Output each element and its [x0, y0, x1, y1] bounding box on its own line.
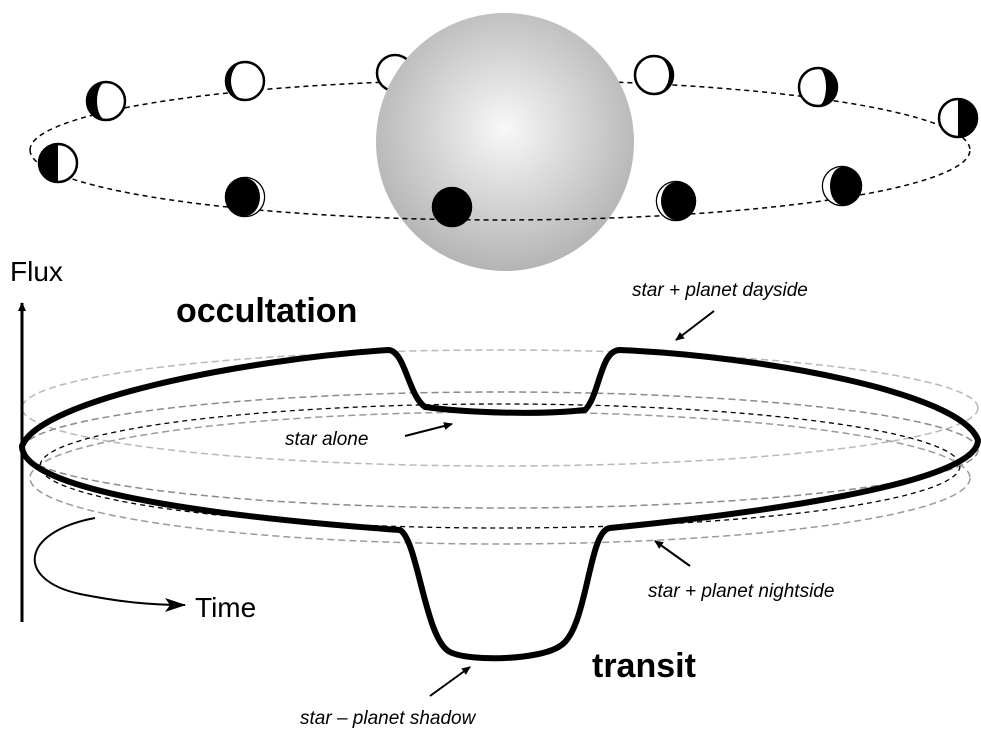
nightside-label: star + planet nightside: [648, 581, 834, 602]
guide-ellipse-upper: [21, 349, 979, 467]
shadow-label: star – planet shadow: [300, 708, 477, 729]
star-alone-arrow: [404, 422, 453, 437]
dayside-arrow: [675, 310, 715, 341]
planet-phase-8: [655, 180, 697, 222]
occultation-label: occultation: [176, 292, 357, 330]
guide-ellipse-mid: [21, 391, 979, 509]
light-curve-scene: Flux Time occultation transit star + pla…: [10, 256, 981, 729]
time-axis-label: Time: [195, 592, 256, 623]
planet-phase-2: [224, 60, 266, 102]
planet-phase-3: [633, 54, 675, 96]
phase-curve: [19, 347, 981, 662]
planet-phase-4: [797, 66, 839, 108]
planet-phase-7: [224, 176, 266, 218]
nightside-arrow: [654, 540, 691, 567]
host-star: [376, 13, 634, 271]
planet-phase-1: [85, 80, 127, 122]
orbit-scene: [29, 13, 979, 271]
guide-ellipse-inner: [39, 403, 961, 529]
flux-axis-label: Flux: [10, 256, 63, 287]
shadow-arrow: [429, 666, 471, 697]
dayside-label: star + planet dayside: [632, 280, 808, 301]
planet-transit: [431, 186, 473, 228]
guide-ellipse-lower: [29, 411, 971, 545]
time-axis-arrow: [34, 517, 186, 612]
planet-phase-6: [37, 142, 79, 184]
star-alone-label: star alone: [285, 429, 368, 450]
planet-phase-9: [821, 165, 863, 207]
transit-label: transit: [592, 647, 696, 685]
planet-phase-5: [937, 97, 979, 139]
